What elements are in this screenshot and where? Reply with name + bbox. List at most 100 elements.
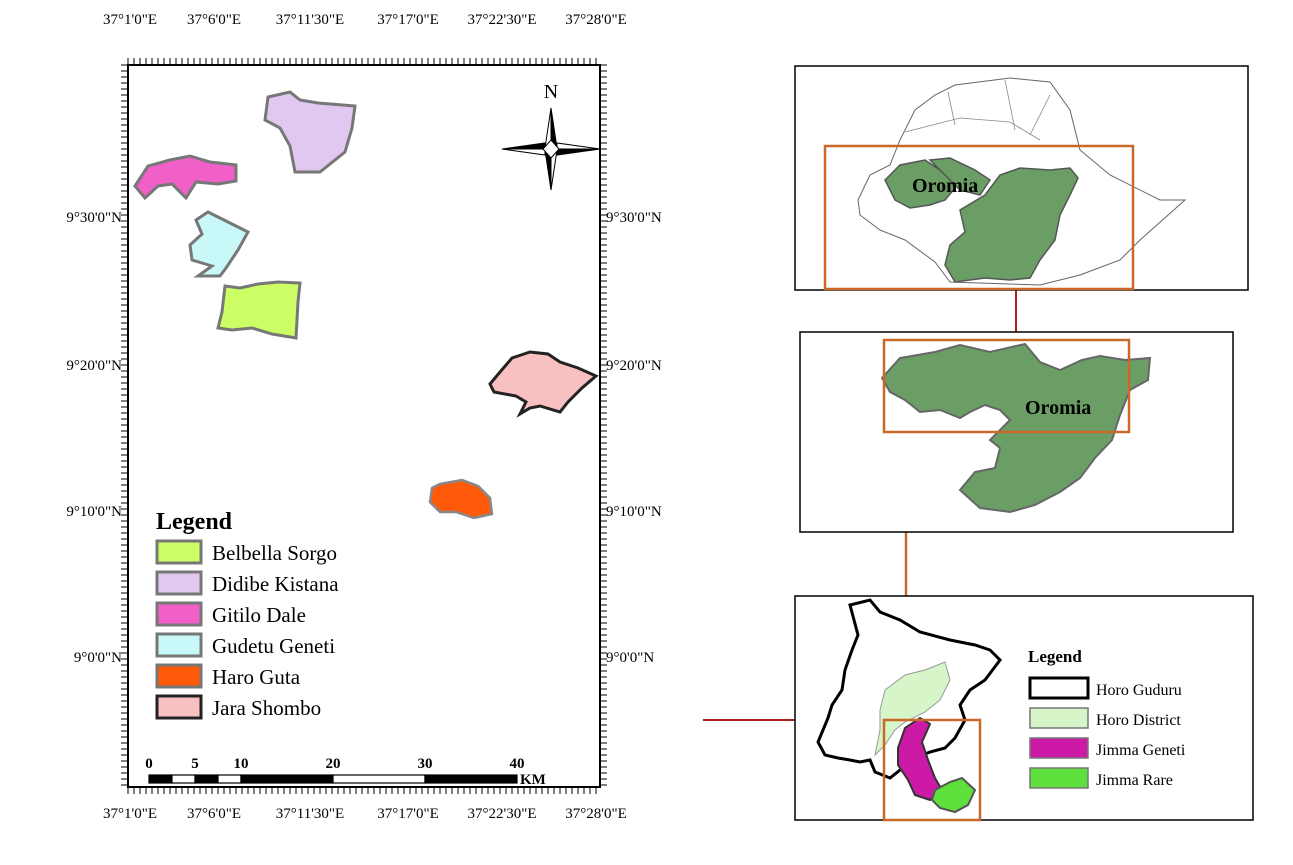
left-tick-marks (121, 64, 128, 786)
legend-item-label: Gitilo Dale (212, 603, 306, 627)
legend-swatch (155, 570, 203, 596)
scale-tick-40: 40 (510, 756, 525, 772)
left-coord-label-1: 9°30'0"N (66, 210, 122, 226)
oromia-zoom-polygon (880, 342, 1152, 514)
scale-segment (148, 774, 173, 784)
horo-district-polygon (874, 661, 951, 757)
top-coord-label-4: 37°17'0"E (377, 12, 439, 28)
legend-swatch (1029, 707, 1089, 729)
main-legend-item: Jara Shombo (155, 694, 321, 720)
top-tick-marks (127, 58, 597, 65)
main-map-frame (127, 64, 601, 788)
scale-segment (217, 774, 242, 784)
bottom-tick-marks (127, 787, 597, 794)
bottom-coord-label-4: 37°17'0"E (377, 806, 439, 822)
district-legend-item: Jimma Geneti (1029, 737, 1186, 759)
inset-oromia-extent-box (882, 338, 1131, 434)
top-coord-label-5: 37°22'30"E (468, 12, 537, 28)
legend-item-label: Haro Guta (212, 665, 301, 689)
scale-tick-5: 5 (191, 756, 199, 772)
scale-segments (148, 774, 518, 784)
bottom-coord-label-6: 37°28'0"E (565, 806, 627, 822)
district-legend-item: Jimma Rare (1029, 767, 1173, 789)
inset-oromia: Oromia (799, 331, 1234, 533)
inset-ethiopia: Oromia (794, 65, 1249, 291)
oromia-region-polygon (884, 157, 1079, 283)
legend-item-label: Jimma Rare (1096, 772, 1173, 789)
scale-segment (240, 774, 334, 784)
right-tick-marks (600, 64, 607, 786)
legend-item-label: Belbella Sorgo (212, 541, 337, 565)
legend-swatch (1029, 737, 1089, 759)
jimma-geneti-polygon (897, 716, 944, 802)
legend-item-label: Jimma Geneti (1096, 742, 1186, 759)
scale-tick-0: 0 (145, 756, 153, 772)
legend-swatch (155, 663, 203, 689)
inset-district-legend-title: Legend (1028, 647, 1082, 666)
right-coord-label-3: 9°10'0"N (606, 504, 662, 520)
main-legend-item: Belbella Sorgo (155, 539, 337, 565)
legend-swatch (155, 694, 203, 720)
legend-swatch (1028, 676, 1090, 700)
district-legend-item: Horo District (1029, 707, 1181, 729)
ethiopia-region-borders (904, 79, 1051, 141)
legend-swatch (155, 539, 203, 565)
inset-ethiopia-region-label: Oromia (912, 175, 978, 197)
scale-tick-10: 10 (234, 756, 249, 772)
didibe-kistana-polygon (263, 90, 357, 174)
main-legend-title: Legend (156, 509, 233, 535)
right-coord-label-1: 9°30'0"N (606, 210, 662, 226)
scale-tick-30: 30 (418, 756, 433, 772)
top-coord-label-3: 37°11'30"E (276, 12, 344, 28)
gudetu-geneti-polygon (188, 210, 251, 278)
legend-item-label: Didibe Kistana (212, 572, 339, 596)
scale-segment (424, 774, 518, 784)
legend-item-label: Horo Guduru (1096, 682, 1182, 699)
legend-swatch (1029, 767, 1089, 789)
jara-shombo-polygon (488, 350, 599, 418)
gitilo-dale-polygon (133, 154, 238, 201)
inset-district-extent-box (882, 718, 982, 822)
main-legend-item: Gitilo Dale (155, 601, 306, 627)
bottom-coord-label-5: 37°22'30"E (468, 806, 537, 822)
legend-item-label: Horo District (1096, 712, 1181, 729)
left-coord-label-2: 9°20'0"N (66, 358, 122, 374)
top-coord-label-2: 37°6'0"E (187, 12, 241, 28)
main-legend-item: Didibe Kistana (155, 570, 339, 596)
inset-ethiopia-extent-box (823, 144, 1135, 291)
top-coord-label-6: 37°28'0"E (565, 12, 627, 28)
top-coord-label-1: 37°1'0"E (103, 12, 157, 28)
inset-oromia-region-label: Oromia (1025, 397, 1091, 419)
bottom-coord-label-3: 37°11'30"E (276, 806, 344, 822)
scale-unit: KM (520, 772, 546, 788)
right-coord-label-2: 9°20'0"N (606, 358, 662, 374)
belbella-sorgo-polygon (216, 280, 302, 340)
legend-item-label: Jara Shombo (212, 696, 321, 720)
scale-tick-20: 20 (326, 756, 341, 772)
left-coord-label-4: 9°0'0"N (74, 650, 122, 666)
bottom-coord-label-1: 37°1'0"E (103, 806, 157, 822)
district-legend-item: Horo Guduru (1028, 676, 1182, 700)
scale-segment (332, 774, 426, 784)
right-coord-label-4: 9°0'0"N (606, 650, 654, 666)
left-coord-label-3: 9°10'0"N (66, 504, 122, 520)
scale-bar: 0 5 10 20 30 40 KM (145, 756, 546, 788)
main-legend-item: Haro Guta (155, 663, 301, 689)
main-map: 37°1'0"E 37°6'0"E 37°11'30"E 37°17'0"E 3… (66, 12, 661, 822)
haro-guta-polygon (428, 478, 494, 520)
jimma-rare-polygon (930, 776, 977, 814)
legend-swatch (155, 601, 203, 627)
north-label: N (544, 81, 558, 103)
main-legend-item: Gudetu Geneti (155, 632, 335, 658)
north-arrow-icon: N (501, 81, 601, 191)
legend-item-label: Gudetu Geneti (212, 634, 335, 658)
bottom-coord-label-2: 37°6'0"E (187, 806, 241, 822)
legend-swatch (155, 632, 203, 658)
scale-segment (194, 774, 219, 784)
